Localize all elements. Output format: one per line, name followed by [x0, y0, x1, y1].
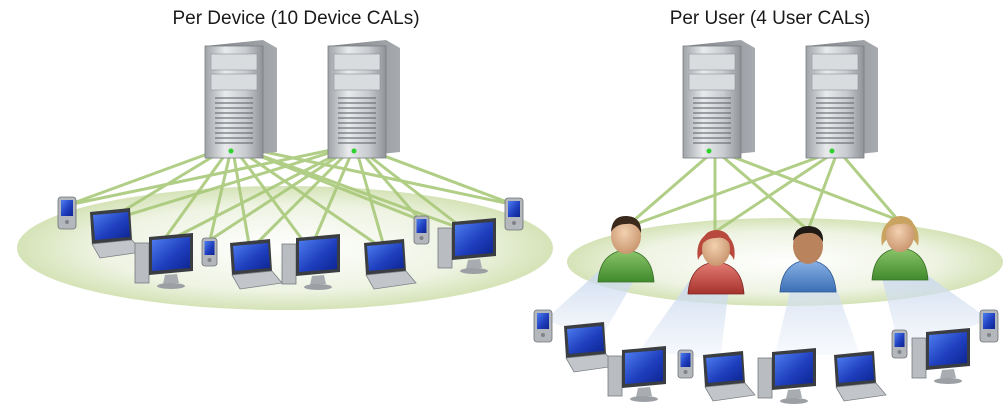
pda-icon: [979, 309, 999, 343]
server-icon: [327, 40, 400, 159]
desktop-icon: [281, 234, 340, 290]
laptop-icon: [364, 239, 417, 290]
laptop-icon: [90, 208, 143, 259]
user-icon: [687, 230, 745, 295]
desktop-icon: [607, 346, 666, 402]
user-device-beams: [545, 270, 990, 360]
pda-icon: [201, 237, 218, 267]
desktop-icon: [757, 348, 816, 404]
pda-icon: [413, 215, 430, 245]
per-device-title: Per Device (10 Device CALs): [172, 8, 420, 29]
laptop-icon: [703, 351, 756, 402]
pda-icon: [677, 349, 694, 379]
user-icon: [871, 216, 929, 281]
user-icon: [779, 226, 837, 293]
server-icon: [204, 40, 277, 159]
server-icon: [805, 40, 878, 159]
per-user-panel: [533, 40, 1003, 404]
desktop-icon: [134, 233, 193, 289]
pda-icon: [57, 196, 77, 230]
laptop-icon: [230, 239, 283, 290]
per-device-panel: [17, 40, 553, 310]
desktop-icon: [911, 328, 970, 384]
laptop-icon: [564, 322, 617, 373]
desktop-icon: [437, 218, 496, 274]
pda-icon: [504, 197, 524, 231]
laptop-icon: [834, 351, 887, 402]
connection-lines: [624, 148, 900, 234]
server-icon: [682, 40, 755, 159]
per-user-title: Per User (4 User CALs): [669, 8, 871, 29]
user-icon: [597, 215, 655, 283]
pda-icon: [533, 309, 553, 343]
pda-icon: [891, 329, 908, 359]
